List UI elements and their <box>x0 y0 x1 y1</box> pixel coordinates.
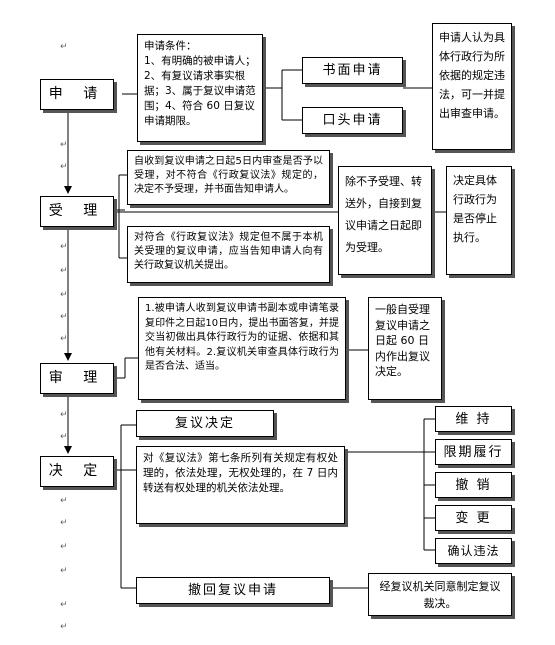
outcome-confirm-illegal: 确认违法 <box>435 538 512 564</box>
paragraph-mark: ↵ <box>60 162 68 172</box>
stage-apply: 申 请 <box>40 79 114 110</box>
paragraph-mark: ↵ <box>60 622 68 632</box>
review-deadline: 一般自受理复议申请之日起 60 日内作出复议决定。 <box>368 297 442 400</box>
paragraph-mark: ↵ <box>60 432 68 442</box>
paragraph-mark: ↵ <box>60 496 68 506</box>
paragraph-mark: ↵ <box>60 334 68 344</box>
paragraph-mark: ↵ <box>60 410 68 420</box>
paragraph-mark: ↵ <box>60 312 68 322</box>
decision-title: 复议决定 <box>136 410 274 437</box>
paragraph-mark: ↵ <box>60 518 68 528</box>
suspend-decision: 决定具体行政行为是否停止执行。 <box>446 166 512 275</box>
stage-accept: 受 理 <box>40 196 114 227</box>
accept-inform: 对符合《行政复议法》规定但不属于本机关受理的复议申请，应当告知申请人向有关行政复… <box>127 226 330 283</box>
written-apply: 书面申请 <box>302 57 403 84</box>
paragraph-mark: ↵ <box>60 290 68 300</box>
stage-decide: 决 定 <box>40 456 114 487</box>
paragraph-mark: ↵ <box>60 600 68 610</box>
oral-apply: 口头申请 <box>302 107 403 134</box>
paragraph-mark: ↵ <box>60 140 68 150</box>
stage-review: 审 理 <box>40 363 114 394</box>
paragraph-mark: ↵ <box>60 42 68 52</box>
apply-note: 申请人认为具体行政行为所依据的规定违法，可一并提出审查申请。 <box>432 23 512 150</box>
outcome-uphold: 维 持 <box>435 406 512 432</box>
apply-conditions: 申请条件： 1、有明确的被申请人；2、有复议请求事实根据；3、属于复议申请范围；… <box>137 34 263 142</box>
outcome-revoke: 撤 销 <box>435 472 512 498</box>
withdraw-application: 撤回复议申请 <box>136 577 330 604</box>
paragraph-mark: ↵ <box>60 542 68 552</box>
transfer-handling: 对《复议法》第七条所列有关规定有权处理的，依法处理，无权处理的，在 7 日内转送… <box>136 446 345 524</box>
accept-not-accepted: 自收到复议申请之日起5日内审查是否予以受理，对不符合《行政复议法》规定的，决定不… <box>127 150 330 205</box>
review-procedure: 1.被申请人收到复议申请书副本或申请笔录复印件之日起10日内，提出书面答复，并提… <box>138 297 346 400</box>
accept-otherwise: 除不予受理、转送外，自接到复议申请之日起即为受理。 <box>338 166 432 275</box>
paragraph-mark: ↵ <box>60 566 68 576</box>
paragraph-mark: ↵ <box>60 242 68 252</box>
outcome-modify: 变 更 <box>435 505 512 531</box>
withdraw-note: 经复议机关同意制定复议裁决。 <box>368 573 512 616</box>
paragraph-mark: ↵ <box>60 266 68 276</box>
outcome-deadline-perform: 限期履行 <box>435 439 512 465</box>
